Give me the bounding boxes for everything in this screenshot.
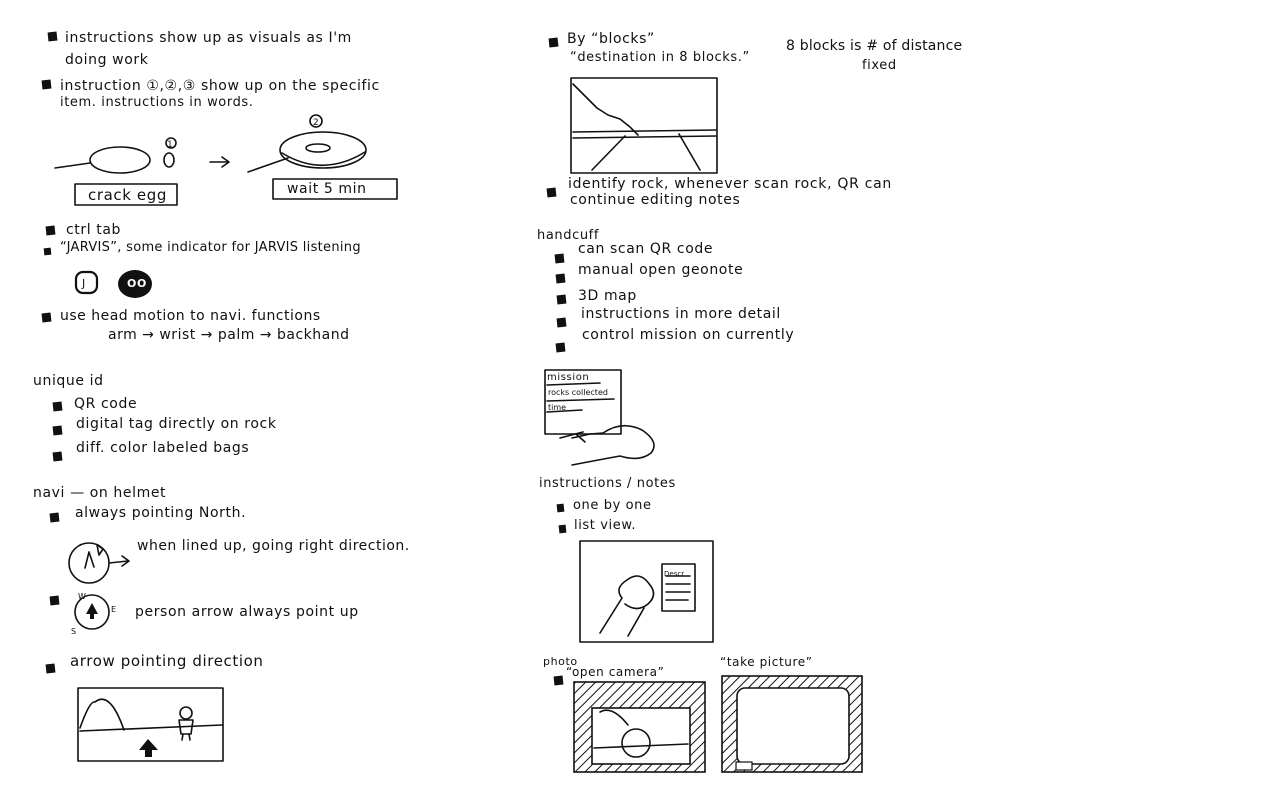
jarvis-listening-icon xyxy=(74,270,152,298)
blocks-fixed: fixed xyxy=(862,58,897,73)
jarvis-icon-letter: J xyxy=(82,277,86,290)
photo-take-picture: “take picture” xyxy=(720,655,813,669)
bullet-icon xyxy=(41,79,52,90)
bullet-icon xyxy=(52,401,63,412)
bullet-icon xyxy=(556,294,567,305)
handcuff-item-2: manual open geonote xyxy=(578,262,744,278)
open-camera-sketch xyxy=(573,681,706,773)
heading-photo: photo xyxy=(543,655,578,668)
crack-egg-box xyxy=(74,183,178,206)
mission-panel-title: mission xyxy=(547,372,590,383)
unique-id-item-2: digital tag directly on rock xyxy=(76,416,277,432)
bullet-icon xyxy=(548,37,559,48)
take-picture-sketch xyxy=(721,675,863,773)
mission-panel-rocks: rocks collected xyxy=(548,388,608,397)
bullet-icon xyxy=(556,317,567,328)
handcuff-item-3: 3D map xyxy=(578,288,637,304)
navi-north: always pointing North. xyxy=(75,505,247,521)
egg-step-2-number: 2 xyxy=(313,118,320,128)
bullet-icon xyxy=(558,524,567,534)
mission-panel-time: time xyxy=(548,403,567,412)
bullet-icon xyxy=(47,31,58,42)
wait-box xyxy=(272,178,398,200)
handcuff-item-5: control mission on currently xyxy=(582,327,795,343)
bullet-icon xyxy=(556,503,565,513)
bullet-icon xyxy=(546,187,557,198)
note-jarvis: “JARVIS”, some indicator for JARVIS list… xyxy=(60,240,361,255)
note-ctrl-tab: ctrl tab xyxy=(66,222,122,238)
compass-label-w: W xyxy=(78,592,87,601)
egg-sketch-left xyxy=(54,137,177,174)
bullet-icon xyxy=(555,342,566,353)
note-instruction-numbers: instruction ①,②,③ show up on the specifi… xyxy=(60,78,380,94)
bullet-icon xyxy=(52,451,63,462)
note-instructions-visuals-cont: doing work xyxy=(65,52,149,68)
bullet-icon xyxy=(41,312,52,323)
mission-panel-sketch xyxy=(544,369,655,466)
bullet-icon xyxy=(555,273,566,284)
blocks-quote: “destination in 8 blocks.” xyxy=(570,50,750,65)
instructions-one-by-one: one by one xyxy=(573,498,652,513)
compass-north-icon xyxy=(68,542,130,584)
bullet-icon xyxy=(553,675,564,686)
egg-sketch-right xyxy=(247,114,367,173)
blocks-note: 8 blocks is # of distance xyxy=(786,38,963,54)
note-head-motion: use head motion to navi. functions xyxy=(60,308,321,324)
instructions-list-view: list view. xyxy=(574,518,637,533)
bullet-icon xyxy=(45,225,56,236)
wait-label: wait 5 min xyxy=(287,181,367,197)
blocks-view-sketch xyxy=(570,77,718,174)
bullet-icon xyxy=(554,253,565,264)
note-instruction-numbers-cont: item. instructions in words. xyxy=(60,95,254,110)
navi-person-arrow: person arrow always point up xyxy=(135,604,359,620)
photo-open-camera: “open camera” xyxy=(566,665,665,679)
navi-arrow-direction: arrow pointing direction xyxy=(70,652,264,670)
compass-label-e: E xyxy=(111,605,117,614)
arrow-right-icon xyxy=(209,156,230,168)
heading-handcuff: handcuff xyxy=(537,228,600,243)
heading-blocks: By “blocks” xyxy=(567,31,655,47)
helmet-view-sketch xyxy=(77,687,224,762)
jarvis-eyes: OO xyxy=(127,277,147,290)
unique-id-item-1: QR code xyxy=(74,396,138,412)
list-view-sketch xyxy=(579,540,714,643)
note-identify-rock: identify rock, whenever scan rock, QR ca… xyxy=(568,176,892,192)
compass-person-icon xyxy=(74,594,110,630)
handcuff-item-4: instructions in more detail xyxy=(581,306,781,322)
heading-unique-id: unique id xyxy=(33,373,104,389)
bullet-icon xyxy=(52,425,63,436)
crack-egg-label: crack egg xyxy=(88,186,167,204)
egg-step-1-number: 1 xyxy=(167,140,174,150)
bullet-icon xyxy=(49,512,60,523)
compass-label-s: S xyxy=(71,627,77,636)
heading-navi: navi — on helmet xyxy=(33,485,167,501)
navi-lined-up: when lined up, going right direction. xyxy=(137,538,410,554)
heading-instructions-notes: instructions / notes xyxy=(539,476,676,491)
bullet-icon xyxy=(43,247,52,256)
note-identify-rock-cont: continue editing notes xyxy=(570,192,741,208)
unique-id-item-3: diff. color labeled bags xyxy=(76,440,250,456)
note-card-label: Descr xyxy=(664,570,685,578)
note-head-motion-sub: arm → wrist → palm → backhand xyxy=(108,327,350,343)
bullet-icon xyxy=(49,595,60,606)
note-instructions-visuals: instructions show up as visuals as I'm xyxy=(65,30,352,46)
handcuff-item-1: can scan QR code xyxy=(578,241,714,257)
bullet-icon xyxy=(45,663,56,674)
